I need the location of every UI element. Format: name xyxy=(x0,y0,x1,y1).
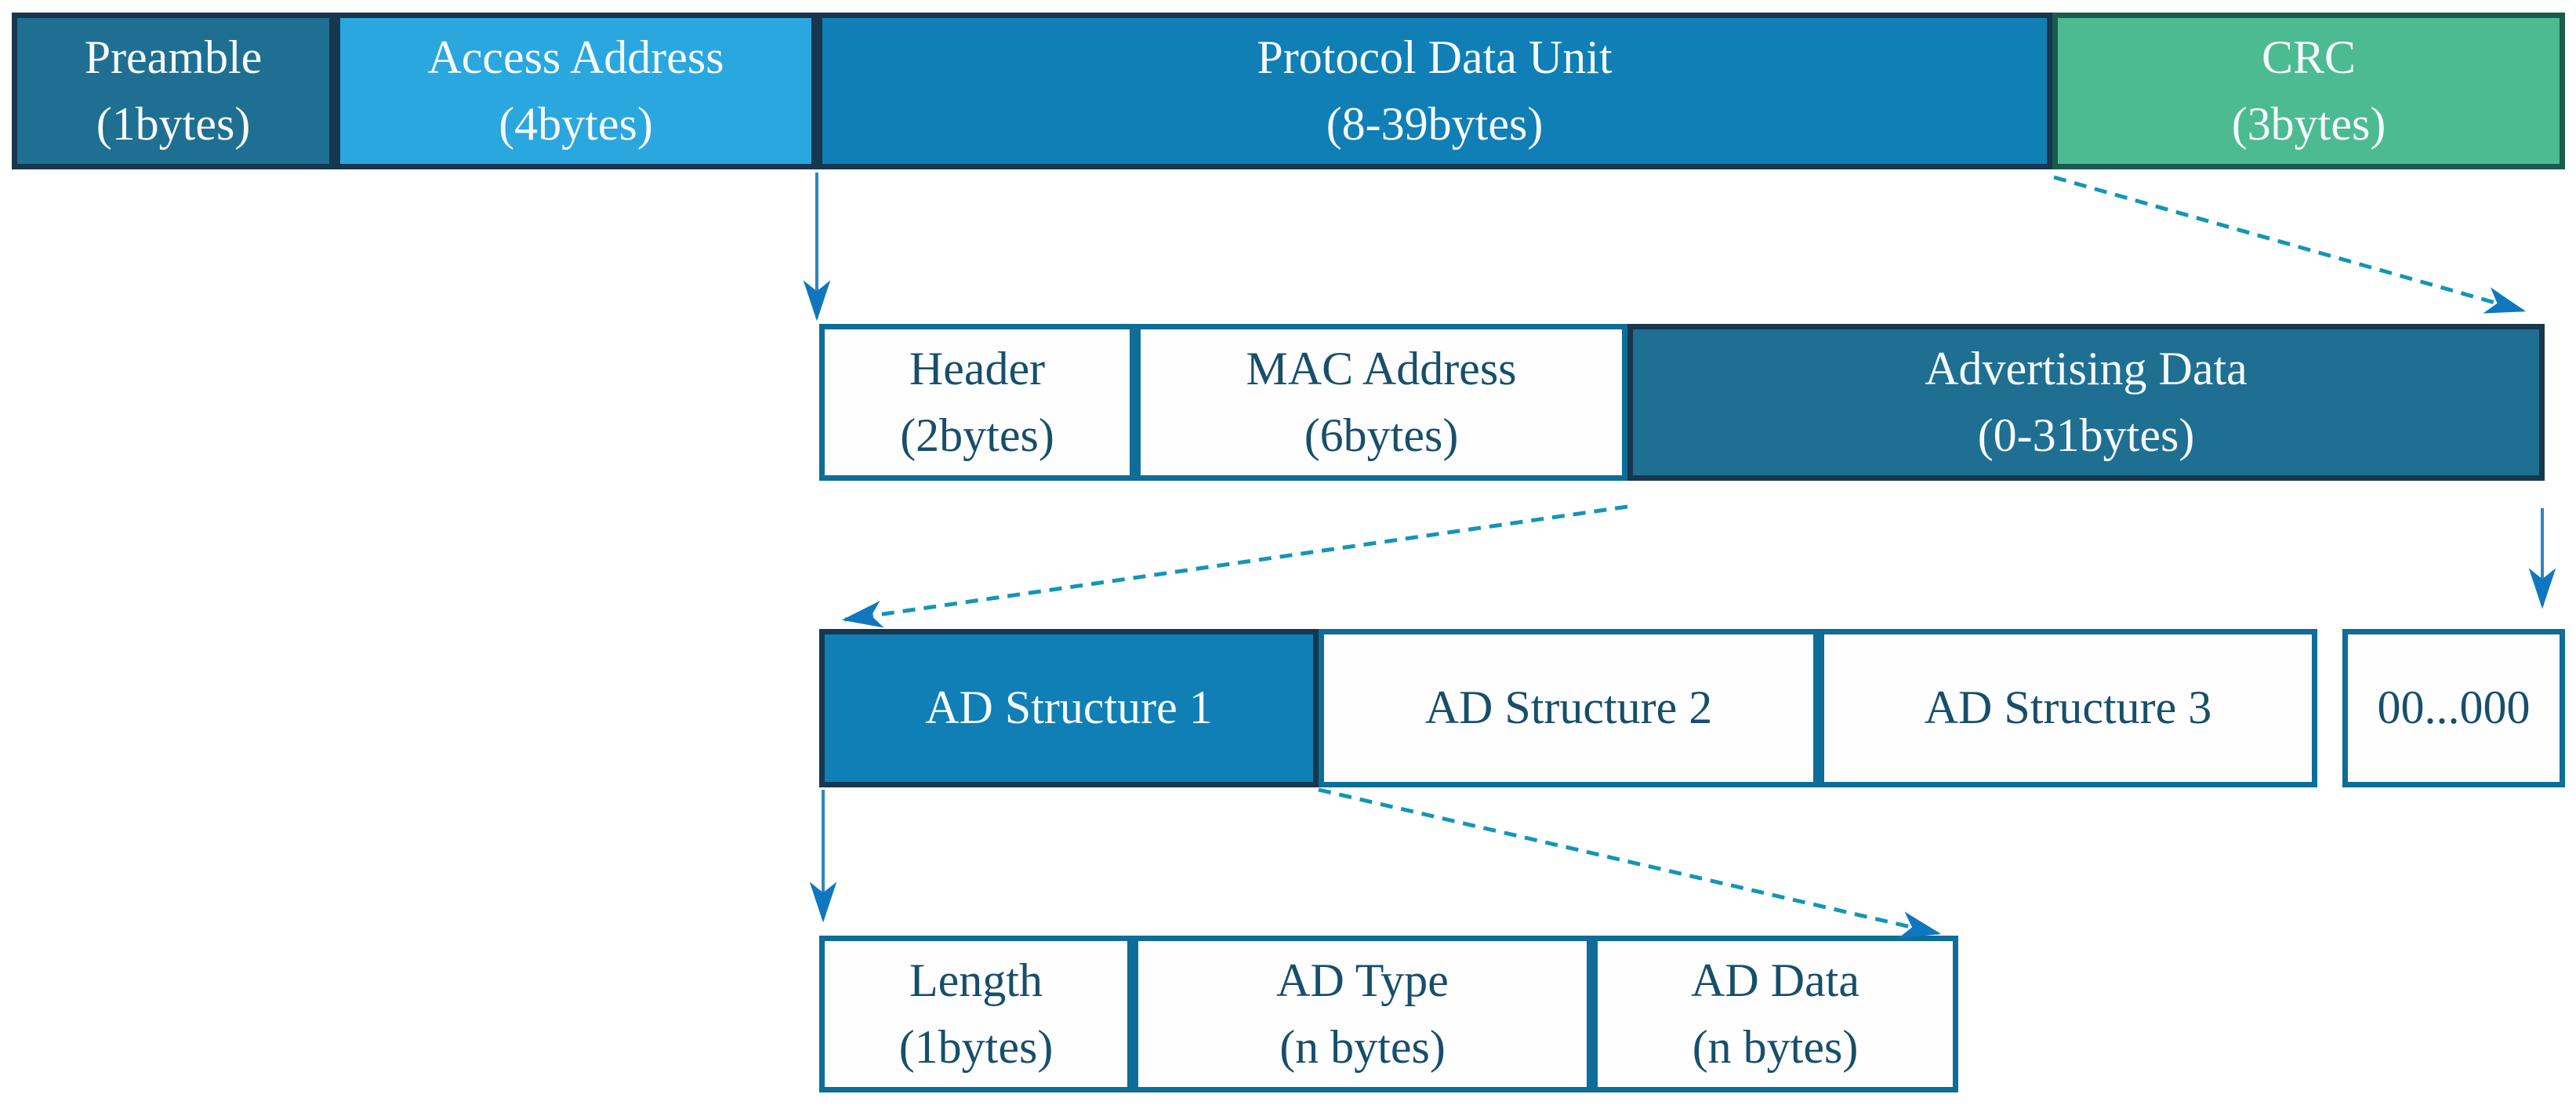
box-ad-type: AD Type (n bytes) xyxy=(1133,936,1592,1092)
arrow-advdata-to-ad-structure-1 xyxy=(841,504,1628,628)
box-mac-address-label: MAC Address xyxy=(1246,342,1517,394)
box-crc-size: (3bytes) xyxy=(2231,98,2386,150)
box-header-size: (2bytes) xyxy=(900,409,1054,461)
box-length-size: (1bytes) xyxy=(898,1021,1054,1073)
box-protocol-data-unit-label: Protocol Data Unit xyxy=(1257,31,1613,83)
box-crc: CRC (3bytes) xyxy=(2052,13,2565,169)
box-ad-type-size: (n bytes) xyxy=(1279,1021,1446,1073)
box-header-label: Header xyxy=(909,342,1046,394)
box-ad-type-label: AD Type xyxy=(1276,954,1449,1006)
box-header: Header (2bytes) xyxy=(819,324,1135,481)
box-preamble-size: (1bytes) xyxy=(96,98,251,150)
box-ad-data: AD Data (n bytes) xyxy=(1592,936,1958,1092)
box-protocol-data-unit-size: (8-39bytes) xyxy=(1326,98,1544,150)
arrow-ad1-to-ad-data xyxy=(1318,787,1942,939)
box-advertising-data-label: Advertising Data xyxy=(1925,342,2248,394)
box-mac-address: MAC Address (6bytes) xyxy=(1135,324,1627,481)
box-ad-structure-3-label: AD Structure 3 xyxy=(1924,682,2212,734)
box-access-address-size: (4bytes) xyxy=(499,98,653,150)
box-access-address-label: Access Address xyxy=(427,31,724,83)
box-advertising-data-size: (0-31bytes) xyxy=(1977,409,2195,461)
box-ad-structure-1-label: AD Structure 1 xyxy=(925,682,1213,734)
box-advertising-data: Advertising Data (0-31bytes) xyxy=(1627,324,2545,481)
box-ad-structure-3: AD Structure 3 xyxy=(1819,629,2317,787)
box-mac-address-size: (6bytes) xyxy=(1304,409,1459,461)
arrow-crc-to-advertising-data xyxy=(2053,175,2527,314)
box-length: Length (1bytes) xyxy=(819,936,1133,1092)
box-ad-data-label: AD Data xyxy=(1691,954,1859,1006)
box-preamble-label: Preamble xyxy=(84,31,263,83)
box-ad-structure-2: AD Structure 2 xyxy=(1319,629,1819,787)
box-crc-label: CRC xyxy=(2261,31,2356,83)
box-protocol-data-unit: Protocol Data Unit (8-39bytes) xyxy=(817,13,2052,169)
box-zero-padding-label: 00...000 xyxy=(2377,682,2531,734)
box-ad-structure-1: AD Structure 1 xyxy=(819,629,1319,787)
box-access-address: Access Address (4bytes) xyxy=(335,13,817,169)
box-ad-data-size: (n bytes) xyxy=(1692,1021,1859,1073)
box-length-label: Length xyxy=(909,954,1043,1006)
box-ad-structure-2-label: AD Structure 2 xyxy=(1424,682,1713,734)
box-preamble: Preamble (1bytes) xyxy=(12,13,335,169)
box-zero-padding: 00...000 xyxy=(2342,629,2565,787)
